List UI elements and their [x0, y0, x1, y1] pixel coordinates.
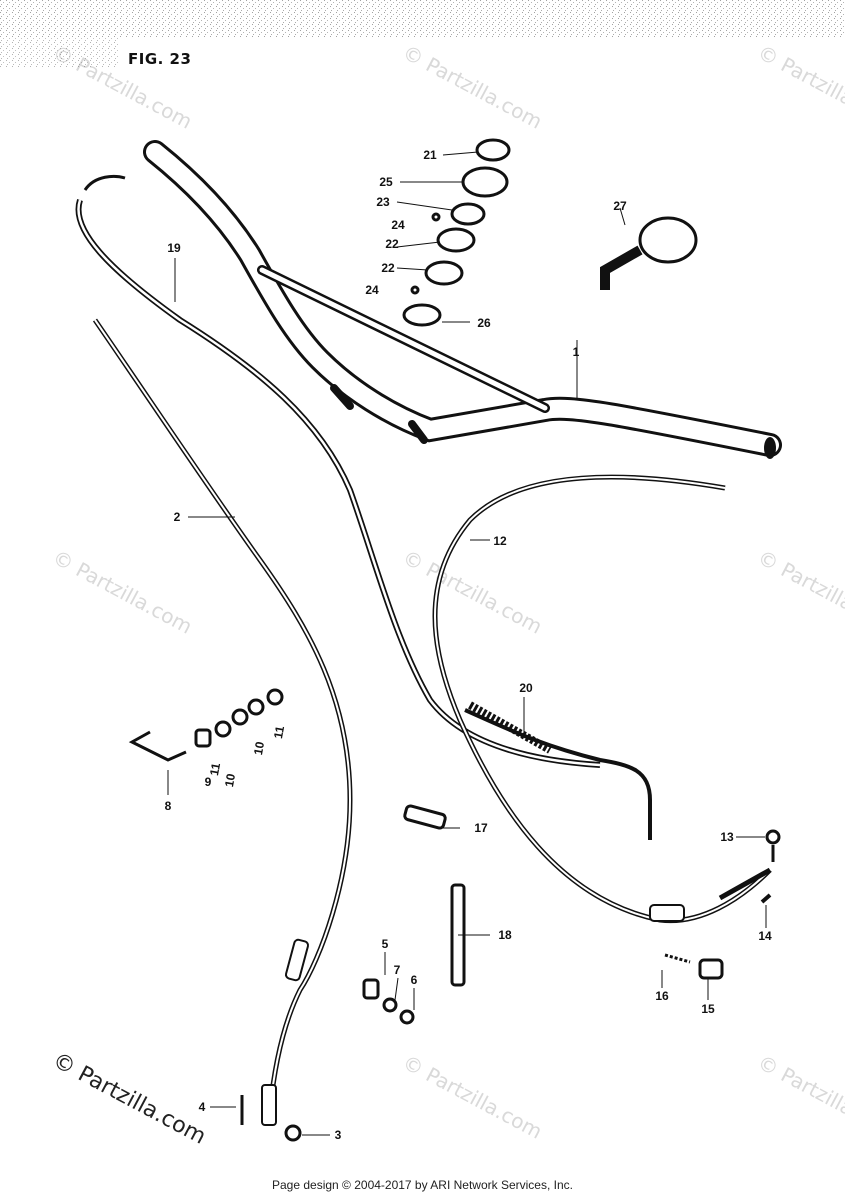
callout-2: 2: [174, 510, 181, 524]
handlebar: [143, 140, 782, 459]
cable-2: [92, 318, 353, 1126]
callout-11b: 11: [271, 725, 287, 740]
callout-15: 15: [701, 1002, 715, 1016]
callout-9: 9: [205, 775, 212, 789]
page-footer: Page design © 2004-2017 by ARI Network S…: [271, 1178, 573, 1192]
callout-18: 18: [498, 928, 512, 942]
callout-labels: 1 2 3 4 5 6 7 8 9 10 10 11 11 12 13 14 1…: [165, 148, 772, 1142]
steering-stack: [402, 138, 511, 327]
callout-5: 5: [382, 937, 389, 951]
callout-11a: 11: [207, 762, 223, 777]
callout-12: 12: [493, 534, 507, 548]
callout-8: 8: [165, 799, 172, 813]
callout-3: 3: [335, 1128, 342, 1142]
callout-21: 21: [423, 148, 437, 162]
callout-13: 13: [720, 830, 734, 844]
callout-27: 27: [613, 199, 627, 213]
callout-4: 4: [199, 1100, 206, 1114]
callout-26: 26: [477, 316, 491, 330]
figure-title: FIG. 23: [128, 50, 192, 68]
callout-25: 25: [379, 175, 393, 189]
callout-24a: 24: [391, 218, 405, 232]
callout-20: 20: [519, 681, 533, 695]
callout-23: 23: [376, 195, 390, 209]
callout-10a: 10: [222, 772, 238, 788]
throttle-grip-27: [600, 216, 698, 290]
callout-6: 6: [411, 973, 418, 987]
scan-noise: [0, 38, 120, 68]
hardware-8-11: [128, 688, 284, 762]
scan-noise: [0, 0, 845, 38]
callout-24b: 24: [365, 283, 379, 297]
cable-12: [432, 474, 772, 924]
callout-1: 1: [573, 345, 580, 359]
callout-10b: 10: [251, 740, 267, 756]
callout-17: 17: [474, 821, 488, 835]
callout-7: 7: [394, 963, 401, 977]
callouts: [167, 151, 767, 1136]
cable-19: [75, 175, 601, 768]
callout-14: 14: [758, 929, 772, 943]
callout-16: 16: [655, 989, 669, 1003]
callout-19: 19: [167, 241, 181, 255]
callout-22a: 22: [385, 237, 399, 251]
hardware-3-7: [240, 978, 415, 1142]
cable-20: [464, 701, 652, 840]
callout-22b: 22: [381, 261, 395, 275]
